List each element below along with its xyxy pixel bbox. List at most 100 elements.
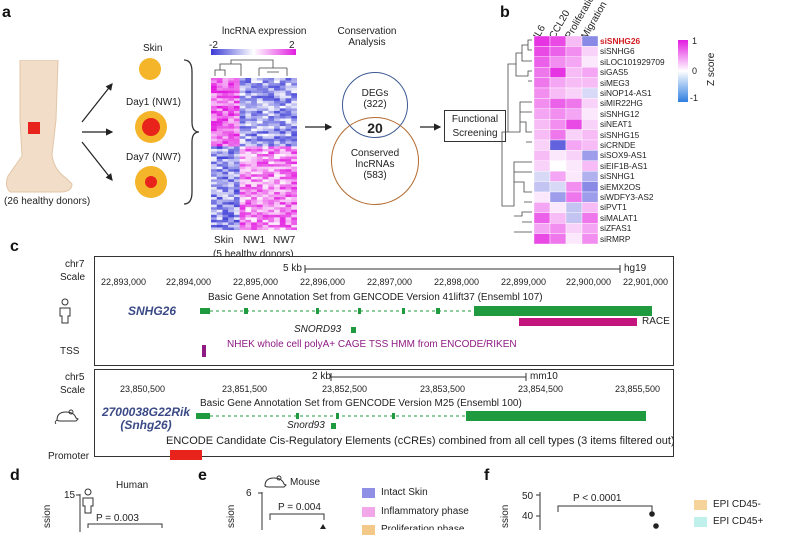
row-label: siSOX9-AS1 xyxy=(600,150,647,161)
heatmap-cell xyxy=(279,83,286,86)
heatmap-cell xyxy=(274,189,280,193)
heatmap-cell xyxy=(256,121,263,124)
heatmap-cell xyxy=(211,184,217,188)
heatmap-cell xyxy=(256,123,263,127)
donors-label: (26 healthy donors) xyxy=(4,196,91,207)
heatmap-cell xyxy=(239,179,246,183)
heatmap-cell xyxy=(291,95,297,99)
heatmap-cell xyxy=(222,80,229,84)
heatmap-cell xyxy=(285,197,292,200)
heatmap-cell xyxy=(285,181,292,185)
heatmap-cell xyxy=(251,128,258,132)
heatmap-cell xyxy=(279,78,286,81)
heatmap-cell xyxy=(222,209,229,213)
heatmap-cell xyxy=(279,219,286,223)
legend-inflammatory: Inflammatory phase xyxy=(381,506,469,517)
heatmap-cell xyxy=(251,209,258,213)
heatmap-cell xyxy=(228,181,235,185)
heatmap-cell xyxy=(251,93,258,96)
heatmap-cell xyxy=(239,113,246,117)
heatmap-cell xyxy=(274,174,280,177)
heatmap-cell xyxy=(211,141,217,145)
heatmap-cell xyxy=(239,154,246,157)
heatmap-cell xyxy=(262,113,269,117)
heatmap-cell xyxy=(211,105,217,109)
heatmap-cell xyxy=(262,159,269,162)
heatmap-cell xyxy=(239,151,246,155)
heatmap-cell xyxy=(285,209,292,213)
heatmap-cell xyxy=(222,169,229,172)
legend-epi-cd45pos: EPI CD45+ xyxy=(713,516,764,527)
heatmap-cell xyxy=(581,191,598,203)
heatmap-cell xyxy=(274,141,280,145)
heatmap-cell xyxy=(228,126,235,129)
heatmap-cell xyxy=(534,108,551,120)
heatmap-cell xyxy=(239,95,246,99)
zscore-label: Z score xyxy=(706,52,717,86)
heatmap-cell xyxy=(279,118,286,122)
heatmap-cell xyxy=(262,199,269,203)
human-coord: 22,896,000 xyxy=(300,277,346,287)
heatmap-cell xyxy=(211,197,217,200)
heatmap-cell xyxy=(279,121,286,124)
heatmap-cell xyxy=(211,224,217,228)
panel-f-letter: f xyxy=(484,467,490,484)
heatmap-cell xyxy=(222,174,229,177)
heatmap-cell xyxy=(228,189,235,193)
panel-f-ylabel: ssion xyxy=(500,504,511,528)
heatmap-cell xyxy=(291,108,297,112)
panel-b-letter: b xyxy=(500,4,510,21)
heatmap-cell xyxy=(222,100,229,104)
heatmap-cell xyxy=(285,143,292,147)
heatmap-cell xyxy=(274,214,280,218)
heatmap-cell xyxy=(211,204,217,208)
heatmap-cell xyxy=(581,150,598,162)
row-label: siPVT1 xyxy=(600,202,627,213)
legend-swatch-epi-cd45pos xyxy=(694,517,707,527)
heatmap-cell xyxy=(245,164,252,167)
heatmap-cell xyxy=(268,123,275,127)
heatmap-cell xyxy=(291,93,297,96)
heatmap-cell xyxy=(256,154,263,157)
heatmap-cell xyxy=(228,227,235,230)
heatmap-cell xyxy=(581,36,598,47)
heatmap-cell xyxy=(222,179,229,183)
heatmap-cell xyxy=(216,217,223,221)
heatmap-cell xyxy=(291,146,297,150)
heatmap-cell xyxy=(233,171,240,175)
heatmap-cell xyxy=(228,186,235,190)
heatmap-cell xyxy=(216,209,223,213)
heatmap-cell xyxy=(262,121,269,124)
heatmap-cell xyxy=(291,217,297,221)
heatmap-cell xyxy=(256,204,263,208)
legend-epi-cd45neg: EPI CD45- xyxy=(713,499,761,510)
heatmap-cell xyxy=(211,133,217,137)
heatmap-cell xyxy=(233,143,240,147)
heatmap-cell xyxy=(228,199,235,203)
heatmap-cell xyxy=(262,217,269,221)
heatmap-cell xyxy=(211,78,217,81)
heatmap-cell xyxy=(211,156,217,160)
heatmap-cell xyxy=(274,100,280,104)
heatmap-cell xyxy=(285,224,292,228)
heatmap-cell xyxy=(274,207,280,210)
heatmap-cell xyxy=(274,171,280,175)
heatmap-cell xyxy=(233,169,240,172)
heatmap-cell xyxy=(534,129,551,141)
heatmap-cell xyxy=(274,219,280,223)
row-label: siCRNDE xyxy=(600,140,636,150)
heatmap-cell xyxy=(239,164,246,167)
heatmap-cell xyxy=(274,103,280,107)
heatmap-cell xyxy=(228,78,235,81)
heatmap-cell xyxy=(222,138,229,142)
heatmap-cell xyxy=(211,181,217,185)
heatmap-cell xyxy=(262,90,269,94)
heatmap-cell xyxy=(216,128,223,132)
heatmap-cell xyxy=(222,227,229,230)
heatmap-cell xyxy=(216,88,223,91)
heatmap-cell xyxy=(268,83,275,86)
leg-arrows xyxy=(81,83,114,181)
mouse-scalebar xyxy=(330,373,527,381)
heatmap-cell xyxy=(245,98,252,101)
heatmap-cell xyxy=(262,227,269,230)
